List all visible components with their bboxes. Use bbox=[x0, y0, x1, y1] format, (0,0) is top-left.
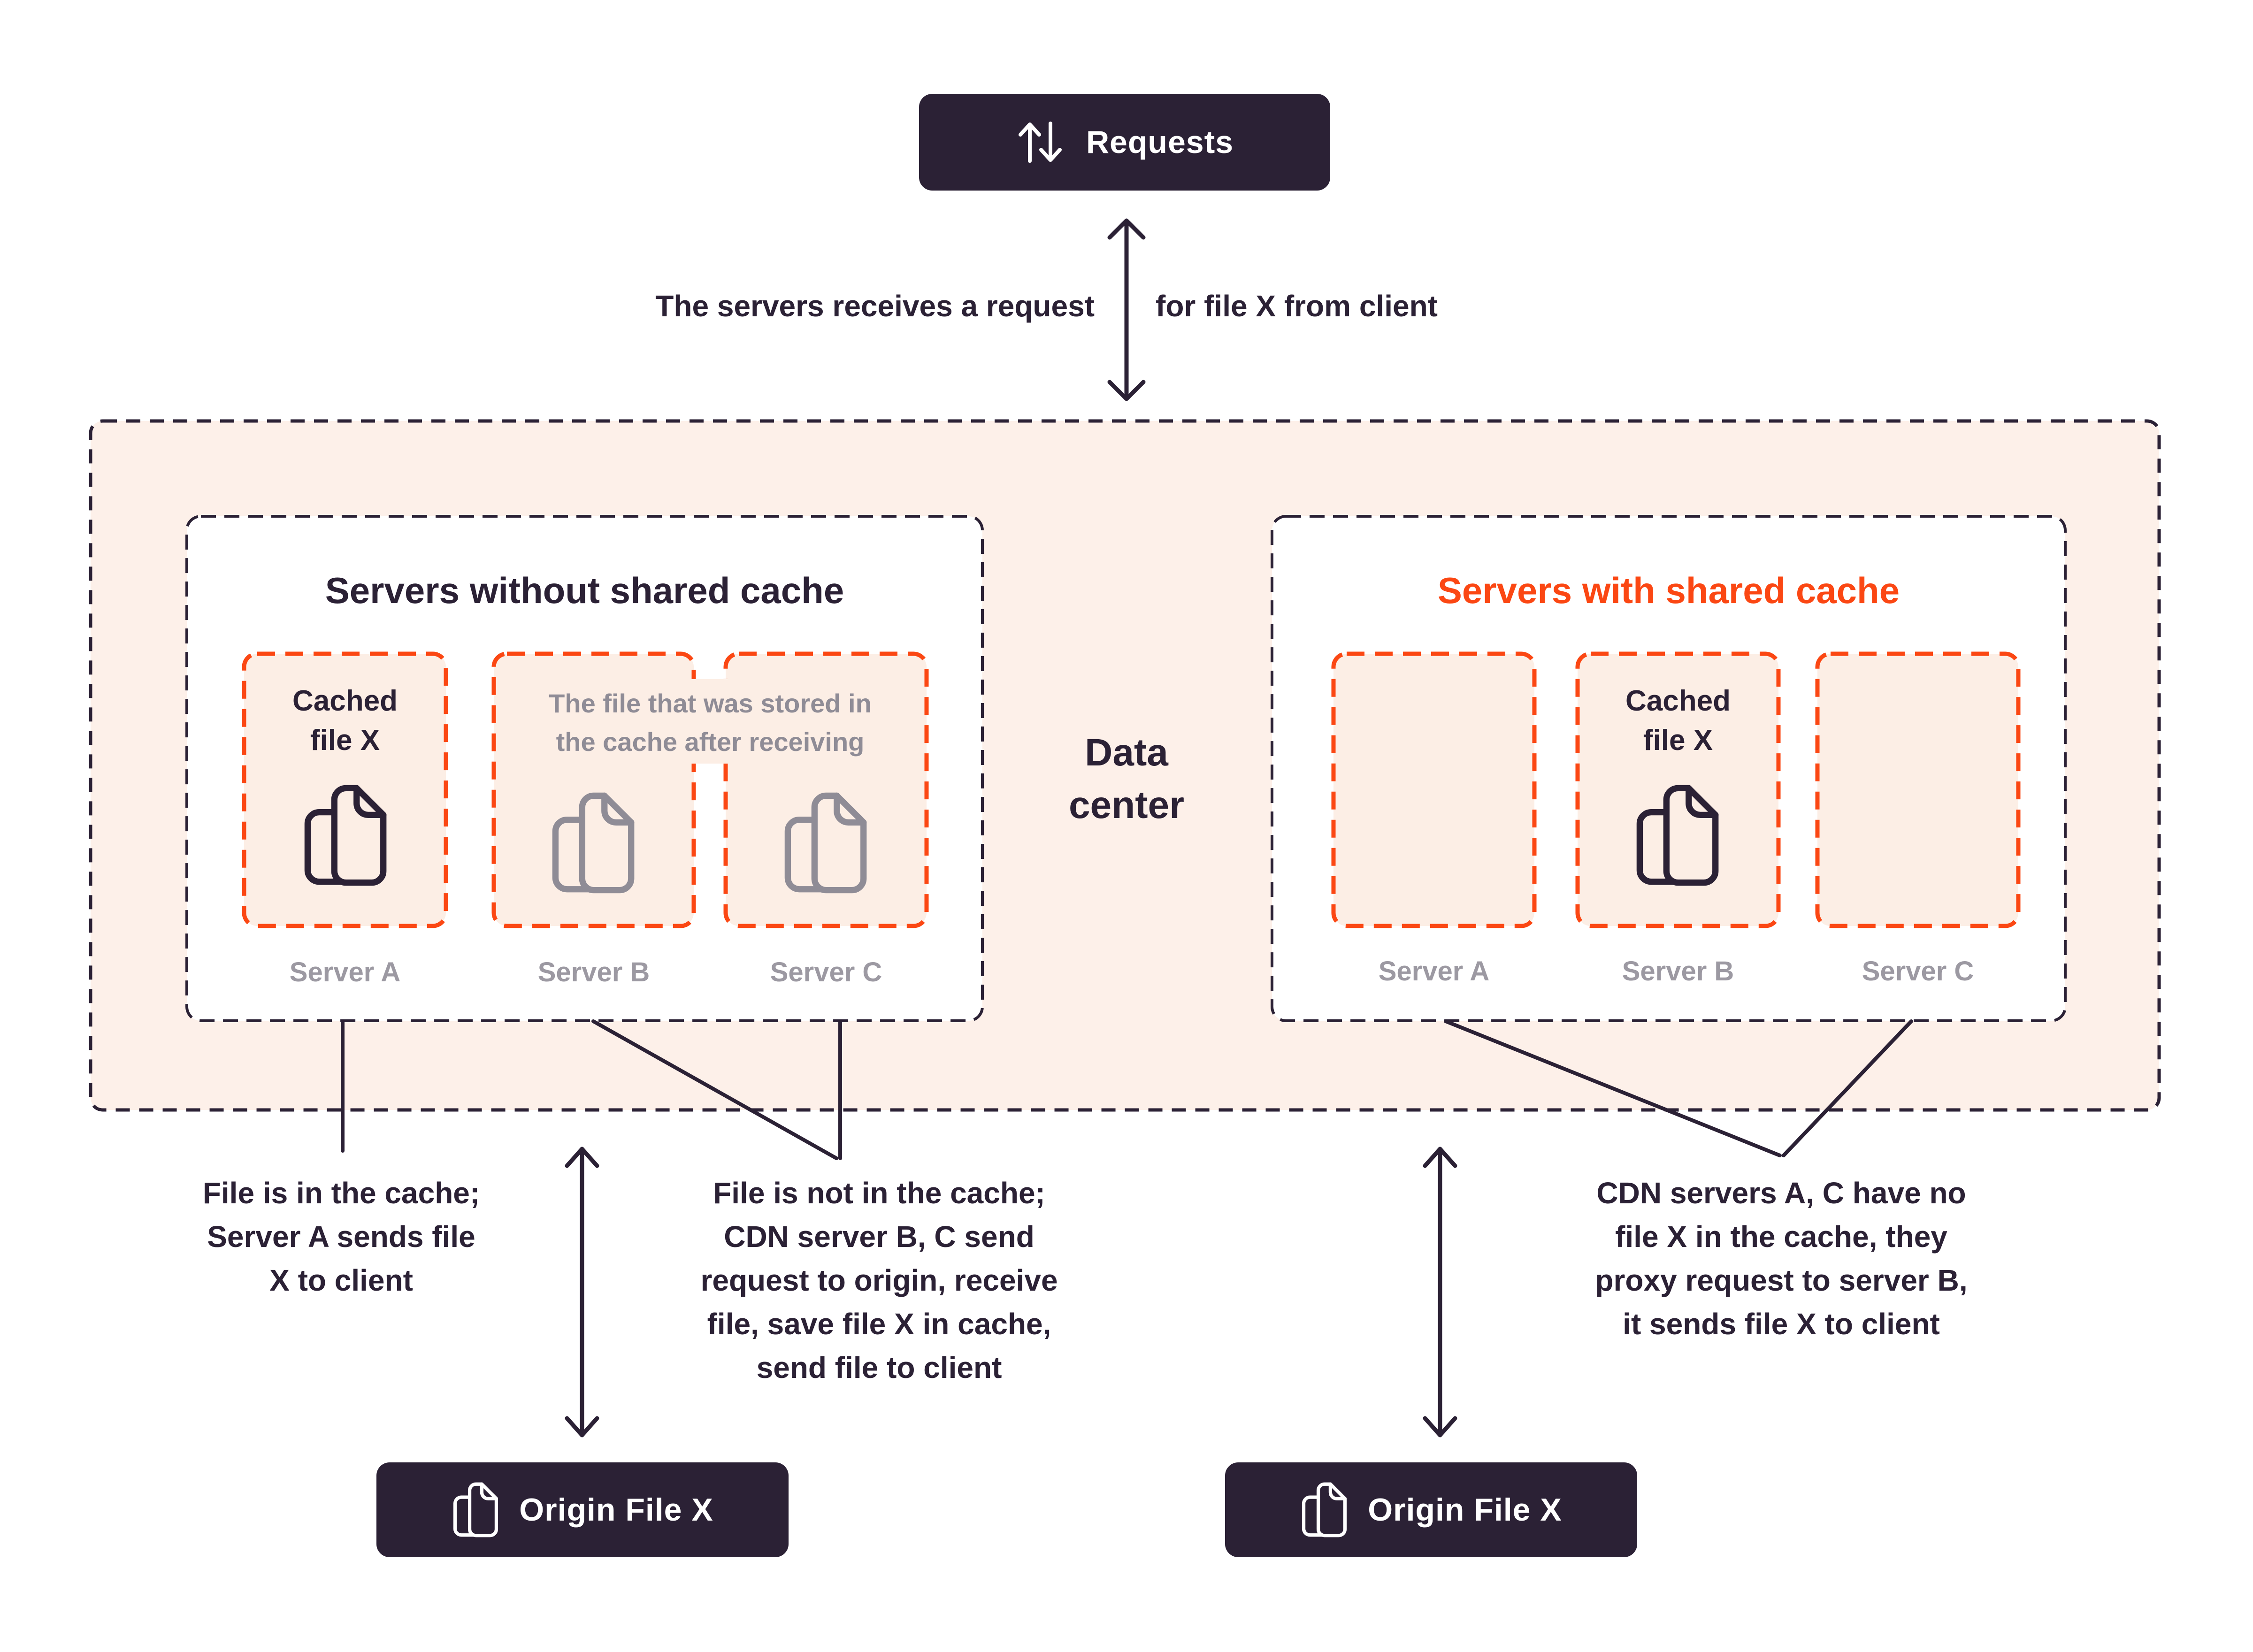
server-box-right-a bbox=[1331, 651, 1537, 928]
copy-file-icon-white bbox=[453, 1482, 498, 1537]
origin-left-double-arrow bbox=[565, 1147, 599, 1438]
server-box-right-c bbox=[1815, 651, 2021, 928]
server-label-left-b: Server B bbox=[537, 957, 650, 987]
origin-file-button-right: Origin File X bbox=[1225, 1462, 1637, 1557]
left-group-title: Servers without shared cache bbox=[325, 570, 844, 611]
up-down-arrows-icon bbox=[1018, 122, 1062, 163]
server-label-left-a: Server A bbox=[289, 957, 401, 987]
flow-note-right: for file X from client bbox=[1156, 287, 1438, 325]
line-right-server-c bbox=[1782, 1019, 1913, 1157]
flow-note-right-pre: for bbox=[1156, 289, 1204, 323]
data-center-label: Data center bbox=[1068, 731, 1185, 826]
annotation-cache-hit: File is in the cache; Server A sends fil… bbox=[202, 1176, 480, 1297]
server-label-right-b: Server B bbox=[1622, 956, 1734, 987]
shared-note-text: The file that was stored in the cache af… bbox=[549, 688, 872, 757]
flow-note-right-post: from client bbox=[1276, 289, 1438, 323]
origin-file-label-right: Origin File X bbox=[1368, 1492, 1562, 1528]
flow-note-left: The servers receives a request bbox=[655, 287, 1095, 325]
server-label-right-a: Server A bbox=[1378, 956, 1490, 987]
annotation-cache-miss: File is not in the cache; CDN server B, … bbox=[700, 1176, 1058, 1384]
server-label-left-c: Server C bbox=[770, 957, 882, 987]
origin-file-button-left: Origin File X bbox=[376, 1462, 789, 1557]
server-label-right-c: Server C bbox=[1862, 956, 1974, 987]
annotation-shared-proxy: CDN servers A, C have no file X in the c… bbox=[1595, 1176, 1968, 1341]
requests-button: Requests bbox=[919, 94, 1330, 191]
requests-double-arrow bbox=[1107, 218, 1146, 401]
copy-file-icon-dark bbox=[1636, 785, 1719, 886]
shared-note-band bbox=[498, 679, 923, 764]
right-group-title: Servers with shared cache bbox=[1437, 570, 1900, 611]
copy-file-icon-gray bbox=[552, 792, 635, 894]
cached-file-label-right-b: Cached file X bbox=[1625, 685, 1731, 757]
cached-file-label-left-a: Cached file X bbox=[292, 685, 398, 757]
origin-right-double-arrow bbox=[1423, 1147, 1457, 1438]
origin-file-label-left: Origin File X bbox=[519, 1492, 713, 1528]
copy-file-icon-gray bbox=[784, 792, 867, 894]
requests-label: Requests bbox=[1086, 124, 1234, 160]
line-left-server-b bbox=[591, 1019, 838, 1160]
line-right-server-a bbox=[1444, 1019, 1782, 1157]
flow-note-right-bold: file X bbox=[1204, 289, 1276, 323]
flow-note-left-text: The servers receives a request bbox=[655, 289, 1095, 323]
copy-file-icon-dark bbox=[304, 785, 387, 886]
copy-file-icon-white bbox=[1302, 1482, 1347, 1537]
